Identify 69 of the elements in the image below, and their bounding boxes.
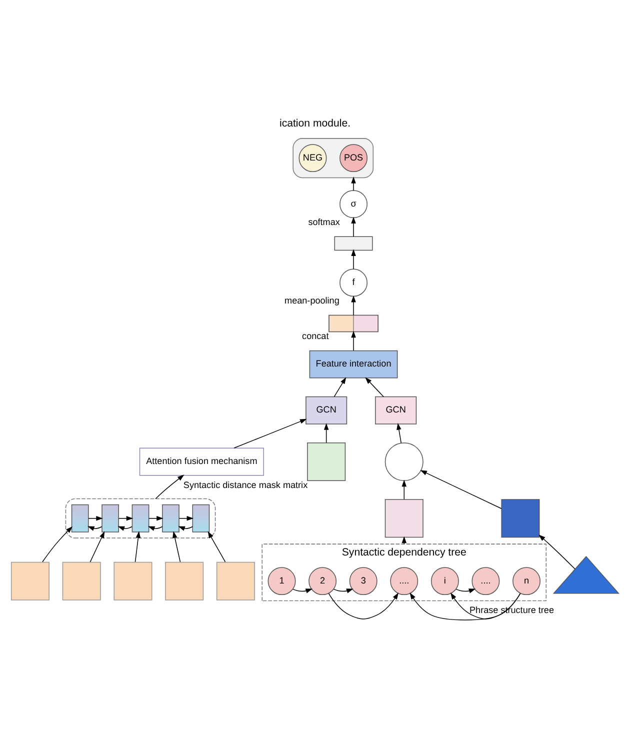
arrow — [208, 531, 226, 562]
node-circle: POS — [340, 144, 368, 172]
node-box — [501, 499, 540, 538]
arrow — [88, 516, 103, 521]
node-label: softmax — [308, 217, 340, 227]
arrow — [324, 423, 329, 444]
node-box — [114, 562, 152, 600]
arrow — [333, 588, 354, 594]
node-box: Feature interaction — [309, 350, 398, 378]
node-box: Attention fusion mechanism — [139, 448, 264, 476]
node-box — [307, 442, 346, 481]
node-circle: NEG — [298, 144, 327, 172]
arrow — [420, 470, 502, 510]
arrow — [351, 216, 356, 237]
arrow — [292, 588, 313, 594]
arrow — [538, 534, 576, 570]
arrow — [148, 526, 163, 531]
node-circle: σ — [340, 190, 368, 218]
arrow — [178, 526, 193, 531]
node-bar — [71, 504, 89, 532]
arrow — [90, 531, 105, 562]
node-box: GCN — [375, 396, 417, 424]
arrow — [88, 526, 102, 531]
node-circle: i — [430, 567, 459, 596]
arrow — [172, 531, 181, 562]
node-circle: 2 — [308, 567, 337, 596]
arrow — [148, 516, 164, 521]
arrow — [334, 377, 346, 398]
node-circle: .... — [472, 567, 500, 596]
arrow — [351, 295, 356, 316]
arrow — [365, 377, 384, 398]
node-label: concat — [302, 331, 329, 342]
node-tree — [552, 556, 620, 594]
arrow — [42, 526, 72, 562]
arrow — [118, 526, 132, 531]
node-box — [384, 499, 424, 538]
arrow — [351, 330, 356, 352]
node-circle: .... — [390, 567, 418, 596]
node-box: GCN — [306, 396, 348, 424]
node-label: mean-pooling — [284, 296, 340, 306]
node-circle: f — [340, 268, 368, 297]
node-bar — [102, 504, 119, 532]
node-box — [62, 562, 101, 600]
node-box — [216, 562, 255, 600]
node-bar — [132, 504, 150, 532]
arrow — [134, 531, 141, 562]
node-box — [10, 562, 50, 600]
node-circle: 3 — [349, 567, 378, 596]
node-circle: n — [512, 567, 540, 596]
node-box — [334, 236, 373, 251]
arrow — [396, 422, 402, 444]
node-label: Syntactic distance mask matrix — [183, 480, 308, 490]
node-bar — [162, 504, 180, 532]
node-bar — [192, 504, 210, 532]
arrow — [456, 588, 476, 594]
arrow — [351, 249, 356, 270]
node-circle: 1 — [268, 567, 296, 596]
arrow — [410, 592, 521, 620]
arrow — [234, 418, 307, 448]
arrow — [328, 592, 399, 620]
node-circle — [384, 442, 424, 481]
arrow — [351, 176, 356, 191]
arrow — [155, 474, 184, 500]
arrow — [118, 516, 134, 521]
cluster — [292, 138, 374, 178]
node-box — [165, 562, 204, 600]
arrow — [402, 480, 407, 500]
caption: ication module. — [279, 118, 351, 130]
arrow — [178, 516, 194, 521]
